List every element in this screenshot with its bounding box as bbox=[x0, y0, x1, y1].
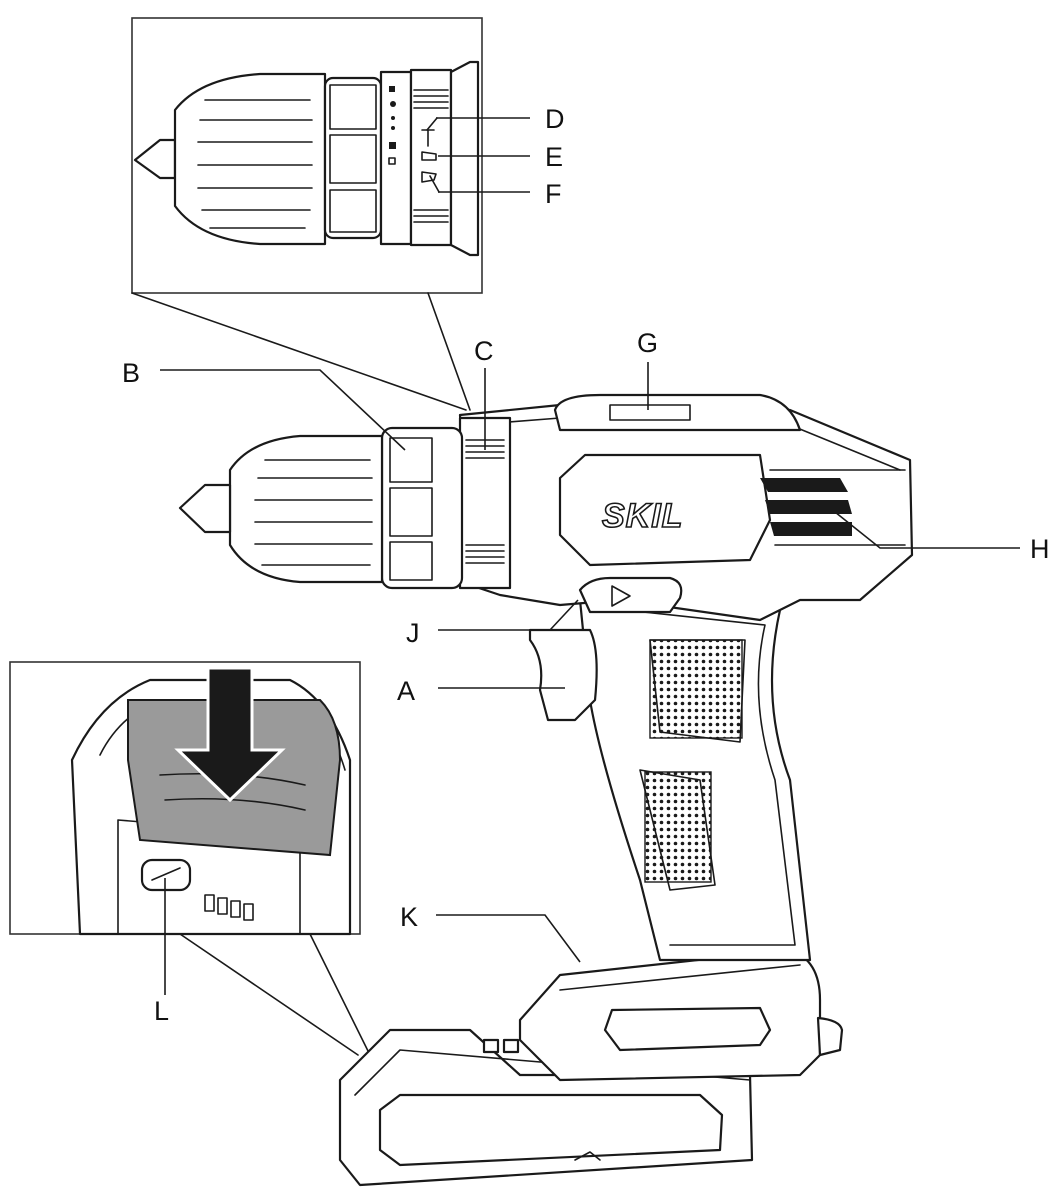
label-a: A bbox=[397, 676, 415, 706]
part-labels: A B C D E F G H J K L bbox=[122, 104, 1050, 1026]
battery-pack bbox=[338, 1028, 754, 1187]
label-f: F bbox=[545, 179, 562, 209]
inset-chuck-detail bbox=[131, 17, 530, 411]
press-arrow-icon bbox=[174, 666, 286, 803]
label-j: J bbox=[406, 618, 420, 648]
inset-chuck bbox=[133, 60, 480, 257]
air-vents bbox=[760, 469, 906, 546]
label-d: D bbox=[545, 104, 565, 134]
brand-logo: SKIL bbox=[602, 497, 683, 535]
label-k: K bbox=[400, 902, 418, 932]
inset-battery-detail bbox=[9, 661, 371, 1056]
label-e: E bbox=[545, 142, 563, 172]
drill-illustration: SKIL bbox=[178, 393, 914, 1187]
label-h: H bbox=[1030, 534, 1050, 564]
label-c: C bbox=[474, 336, 494, 366]
label-g: G bbox=[637, 328, 658, 358]
leader-lines bbox=[160, 362, 1020, 963]
label-l: L bbox=[154, 996, 169, 1026]
label-b: B bbox=[122, 358, 140, 388]
